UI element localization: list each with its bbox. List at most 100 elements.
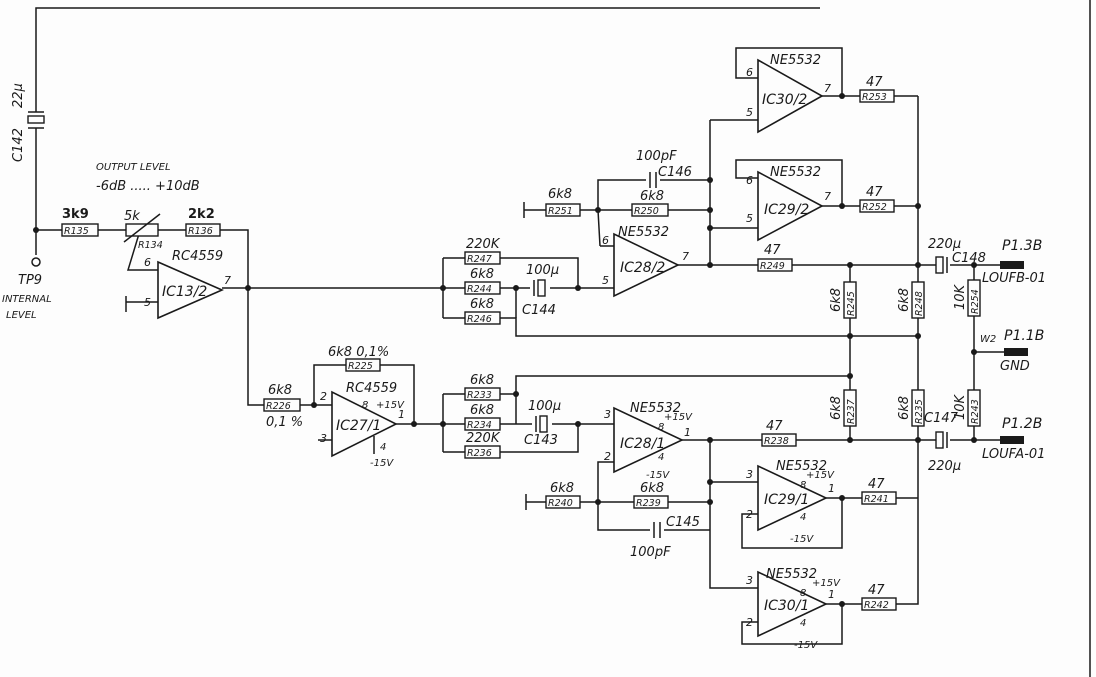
r239-ref: R239 <box>636 498 661 509</box>
pin-label: 7 <box>224 274 231 287</box>
pin-label: 5 <box>746 106 753 119</box>
ic29b-part: NE5532 <box>770 165 821 180</box>
pin-label: 3 <box>320 432 327 445</box>
c147-ref: C147 <box>924 411 959 426</box>
c147-value: 220µ <box>928 459 961 474</box>
pin-label: 1 <box>828 588 835 601</box>
r244-ref: R244 <box>467 284 492 295</box>
r250-value: 6k8 <box>640 189 664 204</box>
supply-label: +15V <box>376 400 405 411</box>
junction <box>513 285 519 291</box>
junction <box>847 437 853 443</box>
r250-resistor <box>631 203 669 217</box>
p12b-connector <box>1000 436 1024 444</box>
junction <box>707 499 713 505</box>
r248-ref: R248 <box>914 291 925 316</box>
junction <box>707 177 713 183</box>
c145-capacitor <box>653 522 661 538</box>
r249-ref: R249 <box>760 261 785 272</box>
r244-value: 6k8 <box>470 267 494 282</box>
r239-resistor <box>633 495 669 509</box>
r226-resistor <box>263 398 301 412</box>
p13b-connector <box>1000 261 1024 269</box>
ic30a-opamp <box>757 570 828 638</box>
junction <box>575 285 581 291</box>
r248-value: 6k8 <box>897 288 912 312</box>
pin-label: 7 <box>682 250 689 263</box>
internal-label: INTERNAL <box>2 294 52 305</box>
junction <box>411 421 417 427</box>
c146-ref: C146 <box>658 165 692 180</box>
pin-label: 2 <box>320 390 327 403</box>
r254-ref: R254 <box>970 289 981 314</box>
r247-ref: R247 <box>467 254 492 265</box>
pin-label: 4 <box>800 512 806 523</box>
pin-label: 5 <box>746 212 753 225</box>
ic30b-label: IC30/2 <box>762 92 807 108</box>
r243-value: 10K <box>953 393 968 420</box>
r234-resistor <box>464 417 501 431</box>
junction <box>971 349 977 355</box>
r136-ref: R136 <box>188 226 213 237</box>
r252-ref: R252 <box>862 202 887 213</box>
ic30b-part: NE5532 <box>770 53 821 68</box>
r241-resistor <box>861 491 897 505</box>
r226-tolerance: 0,1 % <box>266 415 303 430</box>
pin-label: 4 <box>800 618 806 629</box>
ic30b-opamp <box>757 58 824 134</box>
ic28a-label: IC28/1 <box>620 436 665 452</box>
ic29a-opamp <box>757 464 828 532</box>
r245-resistor <box>843 281 857 319</box>
loufb-label: LOUFB-01 <box>982 271 1046 286</box>
pin-label: 7 <box>824 82 831 95</box>
c144-capacitor <box>533 279 546 297</box>
junction <box>595 207 601 213</box>
r136-value: 2k2 <box>188 207 215 222</box>
r235-value: 6k8 <box>897 396 912 420</box>
ic29b-label: IC29/2 <box>764 202 809 218</box>
supply-label: -15V <box>794 640 818 651</box>
c143-ref: C143 <box>524 433 558 448</box>
r246-ref: R246 <box>467 314 492 325</box>
p11b-label: P1.1B <box>1004 328 1044 344</box>
r251-ref: R251 <box>548 206 573 217</box>
junction <box>575 421 581 427</box>
r248-resistor <box>911 281 925 319</box>
r234-ref: R234 <box>467 420 492 431</box>
r242-ref: R242 <box>864 600 889 611</box>
c142-ref: C142 <box>11 128 26 162</box>
pin-label: 7 <box>824 190 831 203</box>
pin-label: 3 <box>746 574 753 587</box>
junction <box>707 225 713 231</box>
r249-resistor <box>757 258 793 272</box>
ic28a-stage-wires <box>525 439 918 589</box>
junction <box>595 499 601 505</box>
supply-label: +15V <box>664 412 693 423</box>
pin-label: 6 <box>602 234 609 247</box>
lower-filter-wires <box>442 375 850 453</box>
junction <box>971 262 977 268</box>
supply-label: +15V <box>806 470 835 481</box>
r242-resistor <box>861 597 897 611</box>
ic27-part: RC4559 <box>346 381 397 396</box>
r135-value: 3k9 <box>62 207 89 222</box>
r247-resistor <box>464 251 501 265</box>
r247-value: 220K <box>466 237 501 252</box>
r241-ref: R241 <box>864 494 889 505</box>
pin-label: 1 <box>398 408 405 421</box>
ic28b-opamp <box>613 232 680 298</box>
ic13-opamp <box>157 260 224 320</box>
r235-ref: R235 <box>914 399 925 424</box>
r136-resistor <box>185 223 221 237</box>
junction <box>915 203 921 209</box>
r253-value: 47 <box>866 75 883 90</box>
ic29a-part: NE5532 <box>776 459 827 474</box>
r236-ref: R236 <box>467 448 492 459</box>
pin-label: 8 <box>800 480 806 491</box>
r225-value: 6k8 0,1% <box>328 345 389 360</box>
r233-value: 6k8 <box>470 373 494 388</box>
w2-label: W2 <box>980 334 996 345</box>
pin-label: 2 <box>746 616 753 629</box>
junction <box>33 227 39 233</box>
c143-value: 100µ <box>528 399 561 414</box>
